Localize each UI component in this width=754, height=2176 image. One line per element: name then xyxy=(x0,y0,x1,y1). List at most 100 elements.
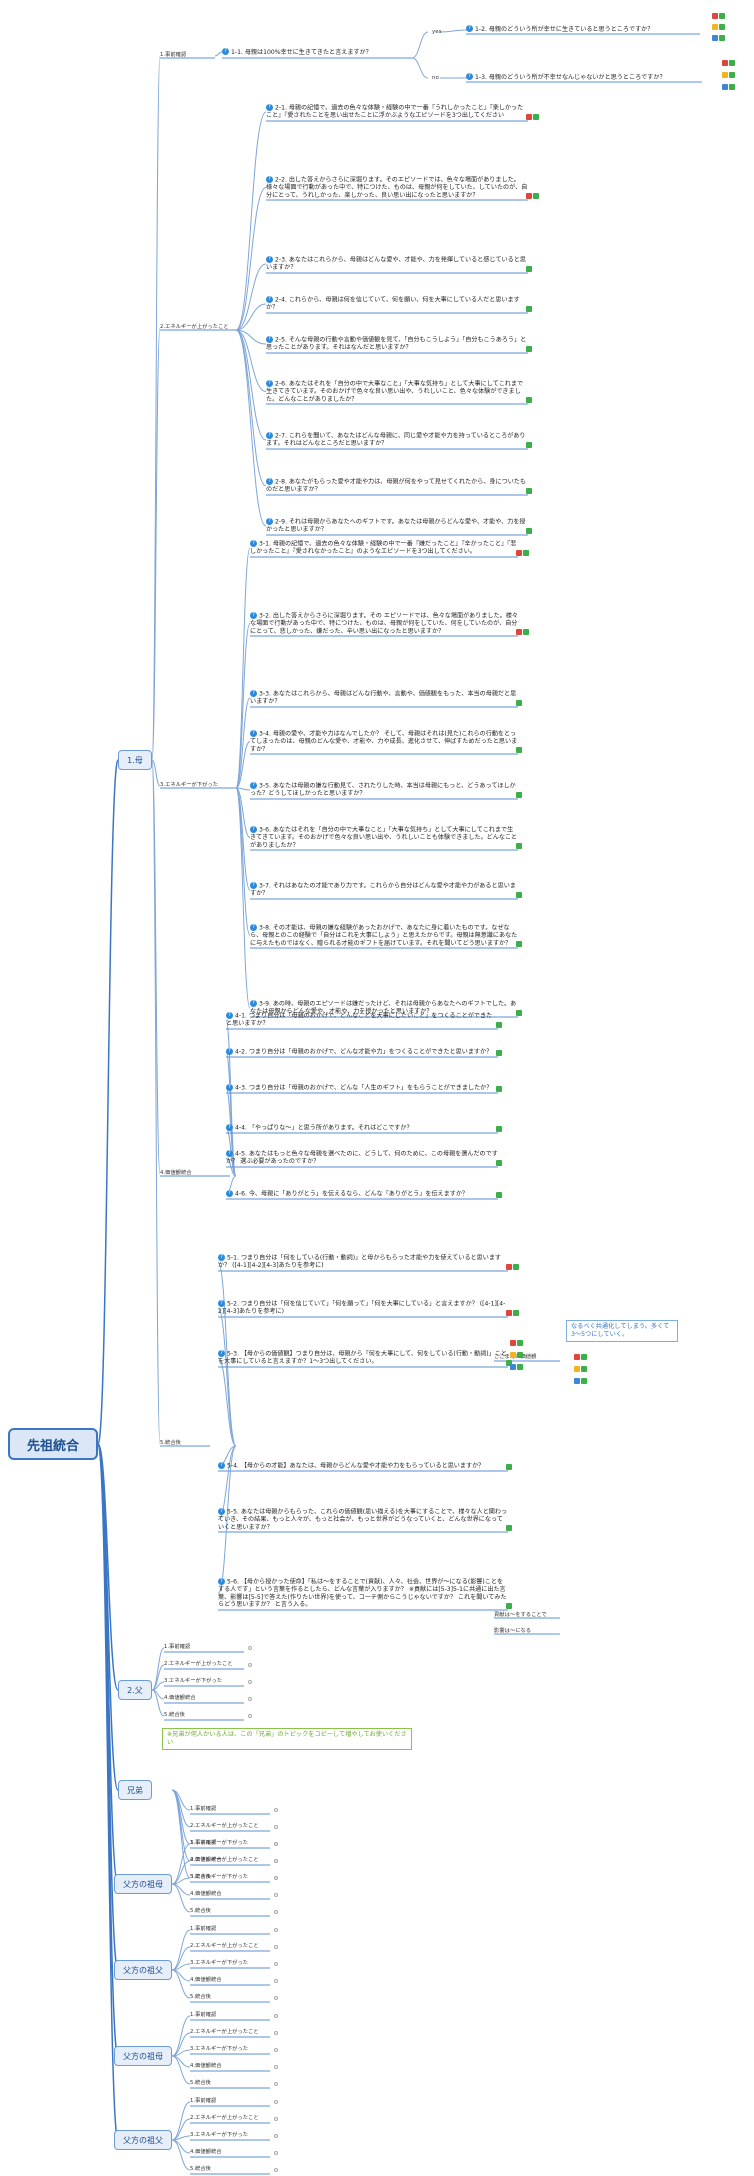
sub-3[interactable]: 3.エネルギーが下がった xyxy=(190,2046,249,2052)
sub-4[interactable]: 4.価値観統合 xyxy=(190,1857,222,1863)
up-question-8[interactable]: ?2-8. あなたがもらった愛や才能や力は、母親が何をやって見せてくれたから、身… xyxy=(266,478,528,494)
branch-father[interactable]: 2.父 xyxy=(118,1680,152,1700)
sub-1[interactable]: 1.事前確認 xyxy=(190,2012,217,2018)
q-1-3[interactable]: ?1-3. 母親のどういう所が不幸せなんじゃないかと思うところですか？ xyxy=(466,73,702,81)
up-question-6[interactable]: ?2-6. あなたはそれを「自分の中で大事なこと」「大事な気持ち」として大事にし… xyxy=(266,380,528,403)
collapse-icon[interactable] xyxy=(274,1893,278,1897)
down-question-3[interactable]: ?3-3. あなたはこれらから、母親はどんな行動や、言動や、価値観をもった、本当… xyxy=(250,690,518,706)
collapse-icon[interactable] xyxy=(274,1808,278,1812)
sub-2[interactable]: 2.エネルギーが上がったこと xyxy=(190,1943,259,1949)
up-question-3[interactable]: ?2-3. あなたはこれらから、母親はどんな愛や、才能や、力を発揮していると感じ… xyxy=(266,256,528,272)
down-question-4[interactable]: ?3-4. 母親の愛や、才能や力はなんでしたか？ そして、母親はそれは(見た)こ… xyxy=(250,730,518,753)
impact-label[interactable]: 影響は〜になる xyxy=(494,1628,532,1634)
down-question-6[interactable]: ?3-6. あなたはそれを「自分の中で大事なこと」「大事な気持ち」として大事にし… xyxy=(250,826,518,849)
branch-grandmother-2[interactable]: 父方の祖母 xyxy=(114,2046,172,2066)
sub-4[interactable]: 4.価値観統合 xyxy=(190,2063,222,2069)
collapse-icon[interactable] xyxy=(274,2014,278,2018)
down-question-2[interactable]: ?3-2. 出した答えからさらに深堀ります。その エピソードでは、色々な場面があ… xyxy=(250,612,518,635)
branch-grandfather-2[interactable]: 父方の祖父 xyxy=(114,2130,172,2150)
collapse-icon[interactable] xyxy=(274,1962,278,1966)
collapse-icon[interactable] xyxy=(248,1680,252,1684)
sub-4[interactable]: 4.価値観統合 xyxy=(164,1695,196,1701)
sub-1[interactable]: 1.事前確認 xyxy=(190,1806,217,1812)
values-question-2[interactable]: ?4-2. つまり自分は「母親のおかげで、どんな才能や力」をつくることができたと… xyxy=(226,1048,498,1056)
collapse-icon[interactable] xyxy=(274,1996,278,2000)
values-question-3[interactable]: ?4-3. つまり自分は「母親のおかげで、どんな「人生のギフト」をもらうことがで… xyxy=(226,1084,498,1092)
values-question-5[interactable]: ?4-5. あなたはもっと色々な母親を選べたのに、どうして、何のために、この母親… xyxy=(226,1150,498,1166)
collapse-icon[interactable] xyxy=(274,2048,278,2052)
up-question-7[interactable]: ?2-7. これらを聞いて、あなたはどんな母親に、同じ愛や才能や力を持っていると… xyxy=(266,432,528,448)
collapse-icon[interactable] xyxy=(274,2117,278,2121)
down-question-7[interactable]: ?3-7. それはあなたの才能であり力です。これらから自分はどんな愛や才能や力が… xyxy=(250,882,518,898)
collapse-icon[interactable] xyxy=(274,1910,278,1914)
collapse-icon[interactable] xyxy=(248,1646,252,1650)
after-question-2[interactable]: ?5-2. つまり自分は「何を信じていて」「何を願って」「何を大事にしている」と… xyxy=(218,1300,508,1316)
collapse-icon[interactable] xyxy=(274,1945,278,1949)
sub-3[interactable]: 3.エネルギーが下がった xyxy=(190,1874,249,1880)
values-question-4[interactable]: ?4-4. 「やっぱりな〜」と思う所があります。それはどこですか？ xyxy=(226,1124,498,1132)
collapse-icon[interactable] xyxy=(248,1663,252,1667)
sub-5[interactable]: 5.統合後 xyxy=(164,1712,185,1718)
down-question-5[interactable]: ?3-5. あなたは母親の嫌な行動見て、されたりした時、本当は母親にもっと、どう… xyxy=(250,782,518,798)
sub-5[interactable]: 5.統合後 xyxy=(190,2080,211,2086)
branch-siblings[interactable]: 兄弟 xyxy=(118,1780,152,1800)
collapse-icon[interactable] xyxy=(274,2134,278,2138)
sub-4[interactable]: 4.価値観統合 xyxy=(190,1891,222,1897)
up-question-4[interactable]: ?2-4. これらから、母親は何を信じていて、何を願い、何を大事にしている人だと… xyxy=(266,296,528,312)
down-question-9[interactable]: ?3-9. あの時、母親のエピソードは嫌だったけど、それは母親からあなたへのギフ… xyxy=(250,1000,518,1016)
mother-sub-values[interactable]: 4.価値観統合 xyxy=(160,1170,192,1176)
mother-sub-after[interactable]: 5.統合後 xyxy=(160,1440,181,1446)
collapse-icon[interactable] xyxy=(274,2065,278,2069)
up-question-5[interactable]: ?2-5. そんな母親の行動や言動や価値観を見て、「自分もこうしよう」「自分もこ… xyxy=(266,336,528,352)
collapse-icon[interactable] xyxy=(274,1928,278,1932)
after-question-6[interactable]: ?5-6. 【母から授かった使命】「私は〜をすることで(貢献)、人々、社会、世界… xyxy=(218,1578,508,1609)
up-question-1[interactable]: ?2-1. 母親の記憶で、過去の色々な体験・経験の中で一番『うれしかったこと』『… xyxy=(266,104,528,120)
sub-5[interactable]: 5.統合後 xyxy=(190,1994,211,2000)
sub-2[interactable]: 2.エネルギーが上がったこと xyxy=(190,1857,259,1863)
sub-2[interactable]: 2.エネルギーが上がったこと xyxy=(190,2029,259,2035)
sub-1[interactable]: 1.事前確認 xyxy=(190,1926,217,1932)
branch-paternal-grandmother[interactable]: 父方の祖母 xyxy=(114,1874,172,1894)
sub-2[interactable]: 2.エネルギーが上がったこと xyxy=(190,2115,259,2121)
collapse-icon[interactable] xyxy=(274,1859,278,1863)
q-1-1[interactable]: ?1-1. 母親は100%幸せに生きてきたと言えますか？ xyxy=(222,48,412,56)
contribution-label[interactable]: 貢献は〜をすることで xyxy=(494,1612,547,1618)
sub-1[interactable]: 1.事前確認 xyxy=(190,2098,217,2104)
sub-2[interactable]: 2.エネルギーが上がったこと xyxy=(190,1823,259,1829)
mother-sub-energy-down[interactable]: 3.エネルギーが下がった xyxy=(160,782,219,788)
collapse-icon[interactable] xyxy=(274,1842,278,1846)
values-question-1[interactable]: ?4-1. つまり自分は「母親のおかげで、どんなことを大事にしたいこと」をつくる… xyxy=(226,1012,498,1028)
sub-1[interactable]: 1.事前確認 xyxy=(190,1840,217,1846)
collapse-icon[interactable] xyxy=(274,2082,278,2086)
collapse-icon[interactable] xyxy=(274,1876,278,1880)
sub-2[interactable]: 2.エネルギーが上がったこと xyxy=(164,1661,233,1667)
collapse-icon[interactable] xyxy=(274,2168,278,2172)
up-question-9[interactable]: ?2-9. それは母親からあなたへのギフトです。あなたは母親からどんな愛や、才能… xyxy=(266,518,528,534)
collapse-icon[interactable] xyxy=(248,1697,252,1701)
branch-paternal-grandfather[interactable]: 父方の祖父 xyxy=(114,1960,172,1980)
sub-5[interactable]: 5.統合後 xyxy=(190,1874,211,1880)
down-question-1[interactable]: ?3-1. 母親の記憶で、過去の色々な体験・経験の中で一番『嫌だったこと』『辛か… xyxy=(250,540,518,556)
sub-3[interactable]: 3.エネルギーが下がった xyxy=(190,1960,249,1966)
collapse-icon[interactable] xyxy=(274,2100,278,2104)
collapse-icon[interactable] xyxy=(274,1979,278,1983)
after-question-3[interactable]: ?5-3. 【母からの価値観】つまり自分は、母親から「何を大事にして、何をしてい… xyxy=(218,1350,508,1366)
sub-5[interactable]: 5.統合後 xyxy=(190,2166,211,2172)
sub-3[interactable]: 3.エネルギーが下がった xyxy=(164,1678,223,1684)
sub-4[interactable]: 4.価値観統合 xyxy=(190,1977,222,1983)
sub-3[interactable]: 3.エネルギーが下がった xyxy=(190,1840,249,1846)
sub-5[interactable]: 5.統合後 xyxy=(190,1908,211,1914)
collapse-icon[interactable] xyxy=(274,1825,278,1829)
collapse-icon[interactable] xyxy=(274,2151,278,2155)
q-1-2[interactable]: ?1-2. 母親のどういう所が幸せに生きていると思うところですか？ xyxy=(466,25,696,33)
root-node[interactable]: 先祖統合 xyxy=(8,1428,98,1460)
up-question-2[interactable]: ?2-2. 出した答えからさらに深堀ります。そのエピソードでは、色々な場面があり… xyxy=(266,176,528,199)
branch-mother[interactable]: 1.母 xyxy=(118,750,152,770)
values-question-6[interactable]: ?4-6. 今、母親に「ありがとう」を伝えるなら、どんな「ありがとう」を伝えます… xyxy=(226,1190,498,1198)
mother-sub-precheck[interactable]: 1.事前確認 xyxy=(160,52,187,58)
after-question-4[interactable]: ?5-4. 【母からの才能】あなたは、母親からどんな愛や才能や力をもらっていると… xyxy=(218,1462,508,1470)
after-question-1[interactable]: ?5-1. つまり自分は「何をしている(行動・動詞)」と母からもらった才能や力を… xyxy=(218,1254,508,1270)
sub-4[interactable]: 4.価値観統合 xyxy=(190,2149,222,2155)
mother-sub-energy-up[interactable]: 2.エネルギーが上がったこと xyxy=(160,324,229,330)
collapse-icon[interactable] xyxy=(274,2031,278,2035)
